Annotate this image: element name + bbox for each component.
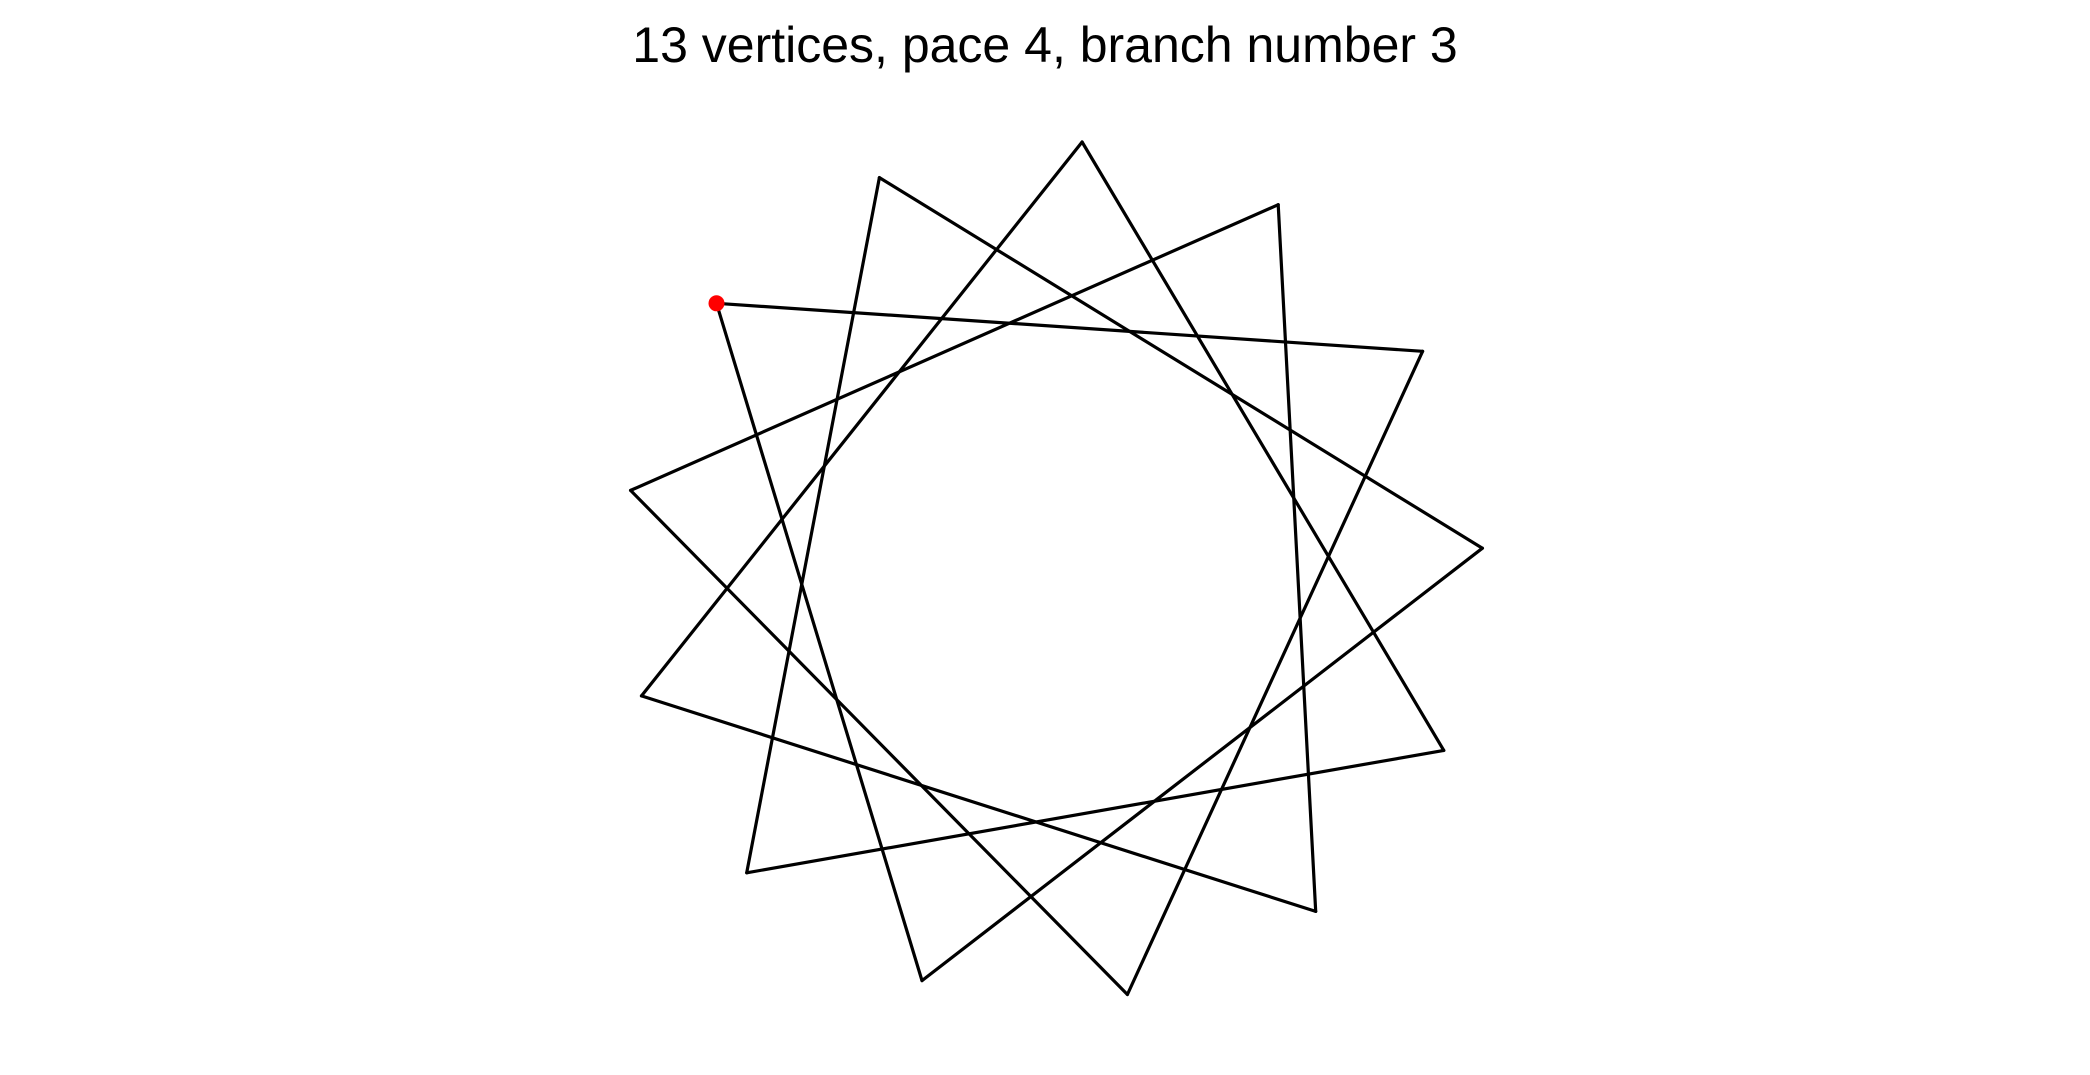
star-polygon-edges	[628, 140, 1485, 997]
vertex-markers	[708, 295, 725, 312]
star-edge-1-5	[877, 176, 1485, 550]
star-edge-4-8	[1125, 349, 1425, 997]
star-edge-10-1	[745, 176, 882, 875]
star-edge-9-0	[714, 301, 924, 983]
star-edge-11-2	[639, 140, 1084, 698]
start-vertex-marker	[708, 295, 725, 312]
star-edge-3-7	[1276, 203, 1318, 914]
star-edge-8-12	[628, 488, 1130, 997]
star-edge-7-11	[639, 694, 1318, 914]
figure-title: 13 vertices, pace 4, branch number 3	[632, 17, 1457, 73]
star-edge-5-9	[920, 546, 1485, 983]
star-edge-0-4	[714, 301, 1425, 353]
star-edge-12-3	[628, 203, 1280, 492]
star-edge-6-10	[745, 748, 1446, 875]
star-edge-2-6	[1080, 140, 1446, 753]
